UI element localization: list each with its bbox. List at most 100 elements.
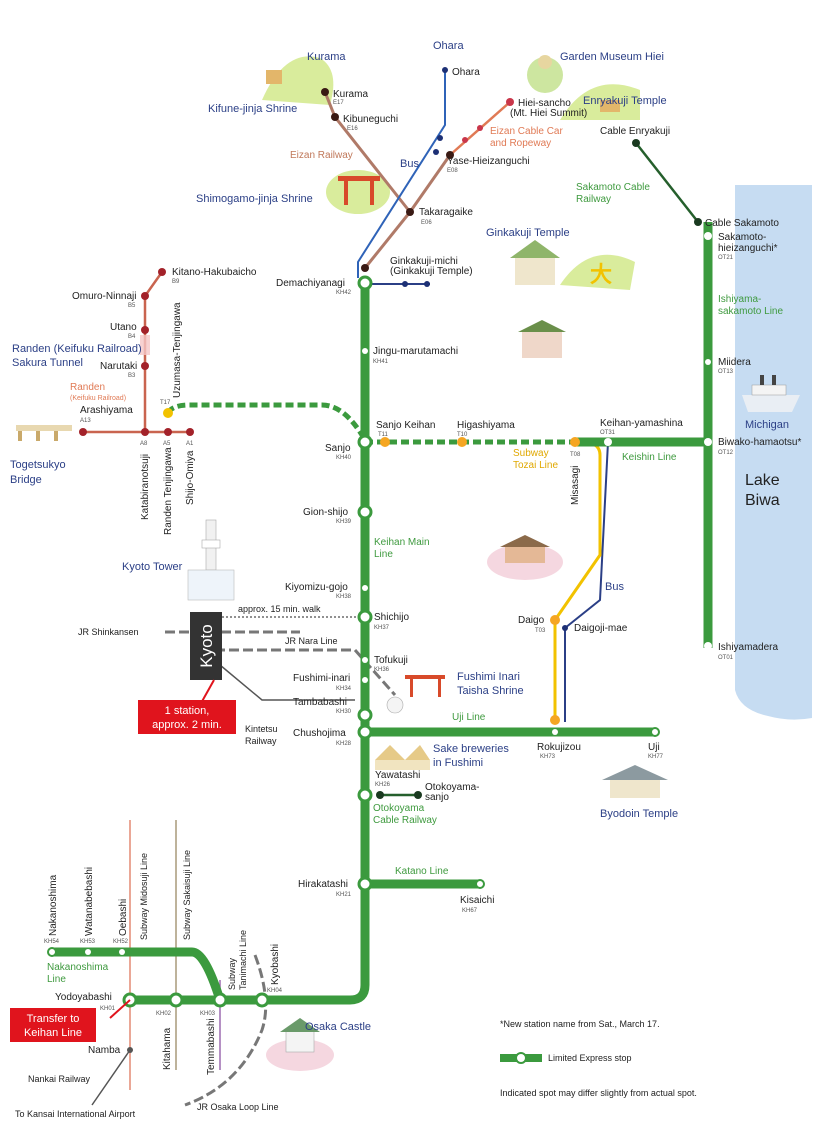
station-cable-enryakuji[interactable] bbox=[632, 139, 640, 147]
st-kiyomizu-code: KH38 bbox=[336, 594, 352, 600]
st-kitahama-code: KH02 bbox=[156, 1011, 172, 1017]
station-kiyomizu[interactable] bbox=[362, 585, 368, 591]
station-kibuneguchi[interactable] bbox=[331, 113, 339, 121]
togetsukyo-illustration bbox=[16, 425, 72, 441]
station-jingu[interactable] bbox=[362, 348, 368, 354]
jr-osaka-loop-line bbox=[184, 954, 268, 1107]
station-markers bbox=[47, 67, 712, 1053]
station-shichijo[interactable] bbox=[357, 609, 373, 625]
station-gion-shijo[interactable] bbox=[357, 504, 373, 520]
station-watanabebashi[interactable] bbox=[85, 949, 91, 955]
st-otokoyama-sanjo-2: sanjo bbox=[425, 792, 449, 803]
st-yodoyabashi: Yodoyabashi bbox=[55, 992, 112, 1003]
station-oebashi[interactable] bbox=[119, 949, 125, 955]
line-eizan-label: Eizan Railway bbox=[290, 150, 353, 161]
kyoto-station-block[interactable] bbox=[190, 612, 222, 680]
line-eizan-cable-2: and Ropeway bbox=[490, 138, 551, 149]
station-utano[interactable] bbox=[141, 326, 149, 334]
eizan-railway-main bbox=[363, 211, 412, 269]
station-higashiyama[interactable] bbox=[457, 437, 467, 447]
station-shijo-omiya[interactable] bbox=[186, 428, 194, 436]
bus-line-ohara bbox=[357, 70, 446, 278]
station-katabiranotsuji[interactable] bbox=[141, 428, 149, 436]
station-tofukuji[interactable] bbox=[362, 657, 368, 663]
enryakuji-illustration bbox=[560, 84, 640, 120]
station-eizan-demachi[interactable] bbox=[361, 264, 369, 272]
station-uzumasa[interactable] bbox=[163, 408, 173, 418]
st-utano-code: B4 bbox=[128, 334, 136, 340]
station-kurama[interactable] bbox=[321, 88, 329, 96]
callout-one-station-1: 1 station, bbox=[165, 705, 210, 717]
st-yawatashi: Yawatashi bbox=[375, 770, 420, 781]
callout-transfer-2: Keihan Line bbox=[24, 1027, 82, 1039]
st-ishiyamadera: Ishiyamadera bbox=[718, 642, 778, 653]
st-shichijo-code: KH37 bbox=[374, 625, 390, 631]
line-keishin-label: Keishin Line bbox=[622, 452, 677, 463]
station-sanjo[interactable] bbox=[357, 434, 373, 450]
st-kiyomizu: Kiyomizu-gojo bbox=[285, 582, 348, 593]
station-uji[interactable] bbox=[650, 727, 660, 737]
station-keihan-yamashina[interactable] bbox=[604, 438, 612, 446]
lm-kyoto-tower: Kyoto Tower bbox=[122, 561, 183, 573]
line-tozai-2: Tozai Line bbox=[513, 460, 558, 471]
station-misasagi[interactable] bbox=[570, 437, 580, 447]
station-otokoyama-sanjo[interactable] bbox=[414, 791, 422, 799]
station-yase[interactable] bbox=[446, 151, 454, 159]
line-otokoyama-1: Otokoyama bbox=[373, 803, 425, 814]
station-otokoyama-bottom[interactable] bbox=[376, 791, 384, 799]
station-temmabashi[interactable] bbox=[212, 992, 228, 1008]
st-kurama: Kurama bbox=[333, 89, 368, 100]
station-hiei-sancho[interactable] bbox=[506, 98, 514, 106]
st-kyobashi-code: KH04 bbox=[267, 988, 283, 994]
station-randen-tenjingawa[interactable] bbox=[164, 428, 172, 436]
station-tambabashi[interactable] bbox=[357, 707, 373, 723]
st-yase-code: E08 bbox=[447, 168, 458, 174]
station-ohara[interactable] bbox=[442, 67, 448, 73]
station-kyobashi[interactable] bbox=[254, 992, 270, 1008]
station-sakamoto-hieizanguchi[interactable] bbox=[704, 232, 712, 240]
station-takaragaike[interactable] bbox=[406, 208, 414, 216]
st-watanabebashi: Watanabebashi bbox=[84, 867, 95, 936]
st-fushimi-inari-code: KH34 bbox=[336, 686, 352, 692]
station-daigo[interactable] bbox=[550, 615, 560, 625]
station-hirakatashi[interactable] bbox=[357, 876, 373, 892]
st-takaragaike: Takaragaike bbox=[419, 207, 473, 218]
lm-fushimi-inari-2: Taisha Shrine bbox=[457, 685, 524, 697]
st-higashiyama: Higashiyama bbox=[457, 420, 515, 431]
line-midosuji: Subway Midosuji Line bbox=[139, 853, 149, 940]
station-omuro[interactable] bbox=[141, 292, 149, 300]
station-rokujizou[interactable] bbox=[552, 729, 558, 735]
eizan-yase-branch bbox=[408, 154, 452, 213]
station-yawatashi[interactable] bbox=[357, 787, 373, 803]
station-demachiyanagi[interactable] bbox=[357, 275, 373, 291]
station-cable-sakamoto[interactable] bbox=[694, 218, 702, 226]
station-kitano[interactable] bbox=[158, 268, 166, 276]
station-ishiyamadera[interactable] bbox=[704, 642, 712, 650]
st-keihan-yamashina: Keihan-yamashina bbox=[600, 418, 683, 429]
station-daigoji-mae[interactable] bbox=[562, 625, 568, 631]
st-shichijo: Shichijo bbox=[374, 612, 409, 623]
station-arashiyama[interactable] bbox=[79, 428, 87, 436]
legend-limited-express-label: Limited Express stop bbox=[548, 1053, 632, 1063]
station-fushimi-inari[interactable] bbox=[362, 677, 368, 683]
bus-line-yamashina bbox=[564, 441, 609, 629]
st-misasagi-code: T08 bbox=[570, 452, 581, 458]
st-temmabashi-code: KH03 bbox=[200, 1011, 216, 1017]
station-namba[interactable] bbox=[127, 1047, 133, 1053]
station-chushojima[interactable] bbox=[357, 724, 373, 740]
station-kitahama[interactable] bbox=[168, 992, 184, 1008]
lm-byodoin: Byodoin Temple bbox=[600, 808, 678, 820]
station-kisaichi[interactable] bbox=[475, 879, 485, 889]
station-ginkakuji-michi[interactable] bbox=[402, 281, 408, 287]
st-cable-enryakuji: Cable Enryakuji bbox=[600, 126, 670, 137]
station-miidera[interactable] bbox=[705, 359, 711, 365]
st-gion-shijo: Gion-shijo bbox=[303, 507, 348, 518]
station-nakanoshima[interactable] bbox=[47, 947, 57, 957]
station-biwako-hamaotsu[interactable] bbox=[704, 438, 712, 446]
line-jr-osaka-loop: JR Osaka Loop Line bbox=[197, 1102, 279, 1112]
kyoto-tower-illustration bbox=[187, 519, 235, 601]
st-yawatashi-code: KH26 bbox=[375, 782, 391, 788]
station-narutaki[interactable] bbox=[141, 362, 149, 370]
station-sanjo-keihan[interactable] bbox=[380, 437, 390, 447]
